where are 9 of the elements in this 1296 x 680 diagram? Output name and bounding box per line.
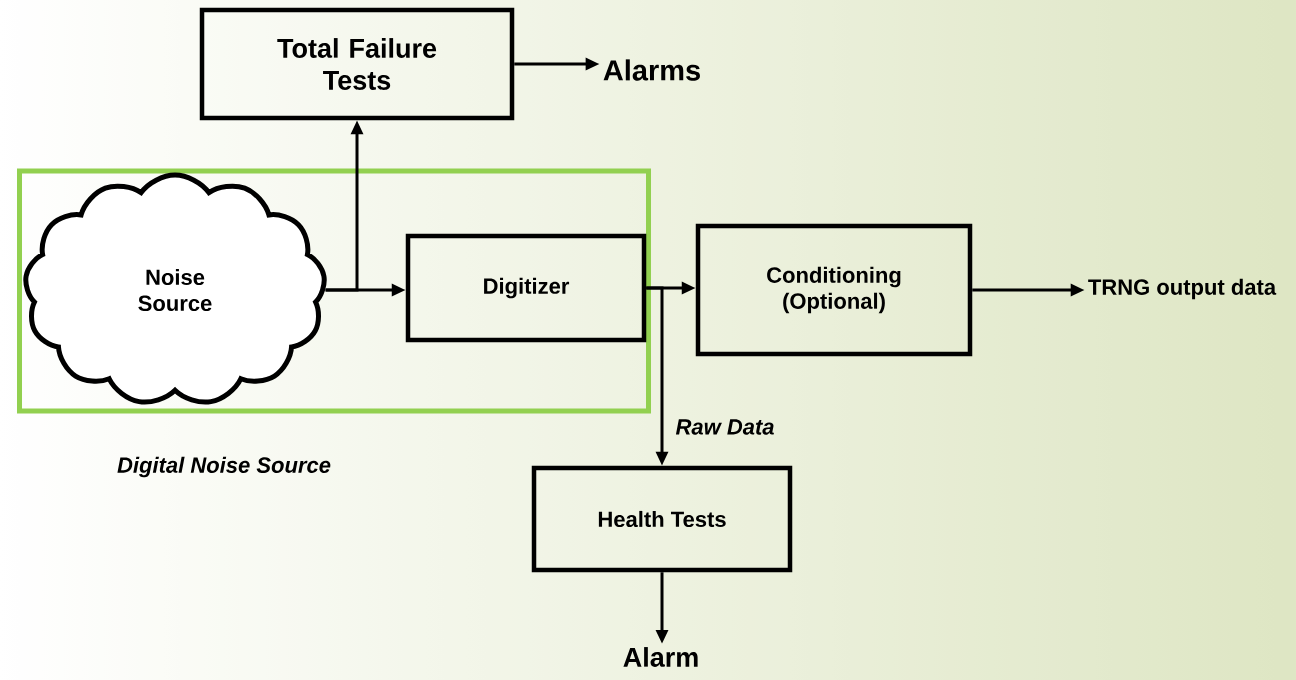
edge-label: Raw Data: [675, 419, 774, 435]
node-label: Digital Noise Source: [117, 456, 331, 478]
process-box: Health Tests: [531, 465, 793, 573]
process-box: Total Failure Tests: [199, 7, 515, 121]
process-box: Conditioning (Optional): [695, 223, 973, 357]
output-label: TRNG output data: [1088, 278, 1277, 300]
output-label: Alarms: [603, 59, 700, 81]
process-box: Digitizer: [405, 233, 647, 343]
output-label: Alarm: [623, 647, 698, 667]
